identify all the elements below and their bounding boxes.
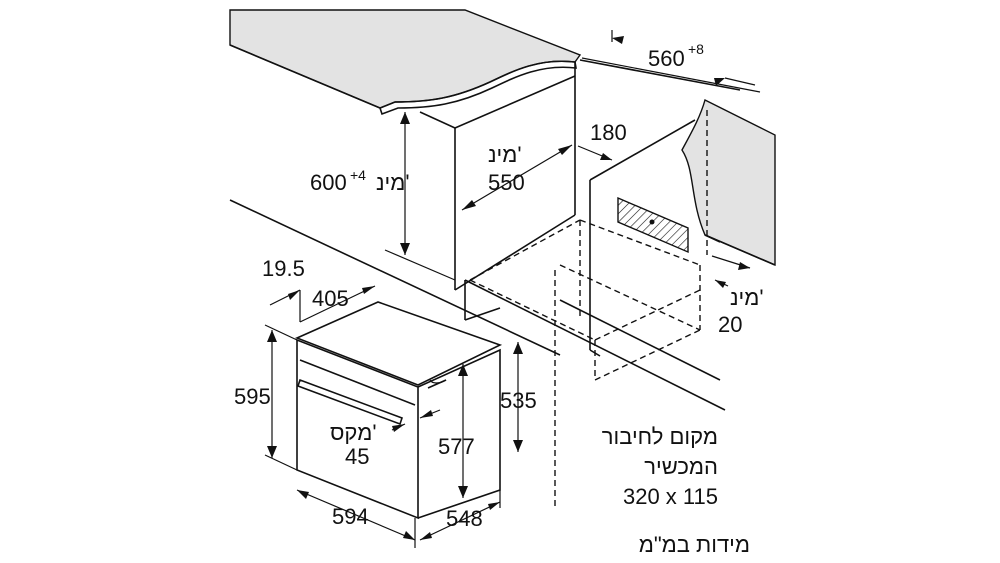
dimension-labels: 560 +8 180 600 +4 מינ' מינ' 550 מינ' 20 …: [234, 41, 764, 531]
connection-area: [617, 196, 689, 254]
oven-appliance: [294, 301, 503, 520]
label-594: 594: [332, 504, 369, 529]
label-19-5: 19.5: [262, 256, 305, 281]
units-note: מידות במ"מ: [639, 532, 750, 557]
label-20: 20: [718, 312, 742, 337]
connection-line-3: 320 x 115: [623, 484, 718, 509]
oven-space-dashed: [469, 110, 708, 510]
label-600-min: מינ': [376, 170, 410, 195]
connection-caption: מקום לחיבור המכשיר 320 x 115: [602, 424, 718, 509]
label-180: 180: [590, 120, 627, 145]
label-550-min: מינ': [488, 142, 522, 167]
label-535: 535: [500, 388, 537, 413]
label-20-min: מינ': [730, 285, 764, 310]
label-600-tol: +4: [350, 167, 366, 183]
label-45: 45: [345, 444, 369, 469]
label-45-max: מקס': [330, 420, 377, 445]
label-600: 600: [310, 170, 347, 195]
label-577: 577: [438, 434, 475, 459]
connection-line-1: מקום לחיבור: [602, 424, 718, 449]
label-560: 560: [648, 46, 685, 71]
label-550: 550: [488, 170, 525, 195]
label-560-tol: +8: [688, 41, 704, 57]
label-595: 595: [234, 384, 271, 409]
label-405: 405: [312, 286, 349, 311]
countertop: [229, 9, 582, 116]
connection-line-2: המכשיר: [644, 454, 718, 479]
label-548: 548: [446, 506, 483, 531]
dimension-lines: [264, 30, 761, 548]
right-wall: [681, 98, 776, 267]
